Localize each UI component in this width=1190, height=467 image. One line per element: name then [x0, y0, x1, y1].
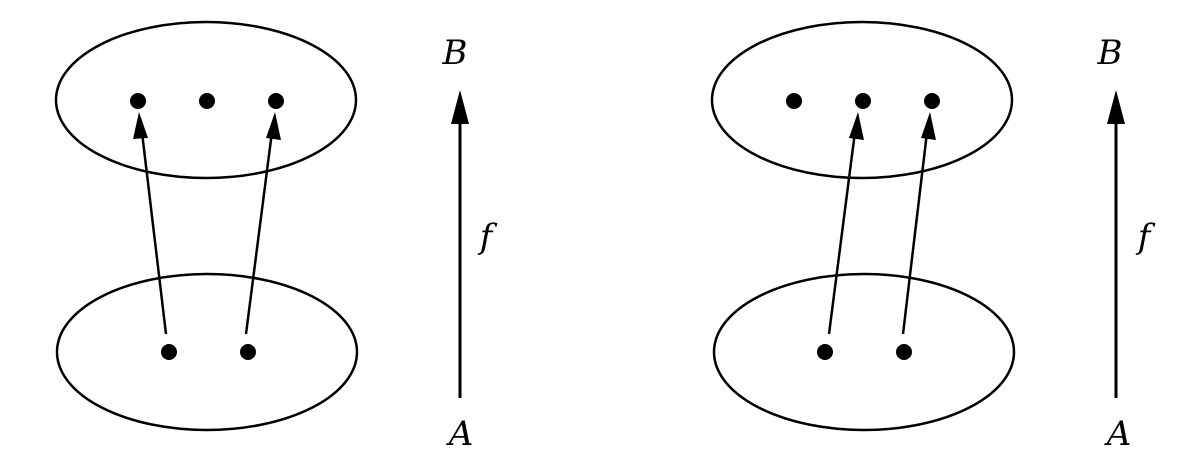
- domain-point: [896, 344, 912, 360]
- function-arrowhead: [451, 90, 469, 124]
- panel-1: B A f: [54, 20, 498, 454]
- domain-point: [817, 344, 833, 360]
- mapping-arrowhead: [921, 112, 936, 140]
- codomain-point: [924, 93, 940, 109]
- function-arrowhead: [1107, 90, 1125, 124]
- mapping-arrow: [901, 123, 930, 335]
- codomain-point: [786, 93, 802, 109]
- mapping-arrow: [827, 123, 858, 335]
- domain-set: [712, 272, 1016, 432]
- codomain-label: B: [442, 33, 468, 73]
- codomain-label: B: [1097, 33, 1123, 73]
- mapping-arrowhead: [849, 112, 864, 140]
- codomain-set: [710, 20, 1014, 180]
- mapping-arrowhead: [133, 112, 148, 139]
- domain-point: [161, 344, 177, 360]
- codomain-point: [855, 93, 871, 109]
- mapping-arrow: [139, 123, 168, 335]
- domain-label: A: [446, 414, 474, 454]
- codomain-point: [130, 93, 146, 109]
- panel-2: B A f: [710, 20, 1156, 454]
- codomain-point: [268, 93, 284, 109]
- codomain-set: [54, 20, 358, 180]
- domain-label: A: [1104, 414, 1132, 454]
- domain-point: [240, 344, 256, 360]
- function-label: f: [1135, 217, 1156, 257]
- codomain-point: [199, 93, 215, 109]
- domain-set: [55, 272, 359, 432]
- mapping-arrow: [244, 123, 275, 335]
- mapping-arrowhead: [266, 112, 281, 140]
- function-label: f: [477, 217, 498, 257]
